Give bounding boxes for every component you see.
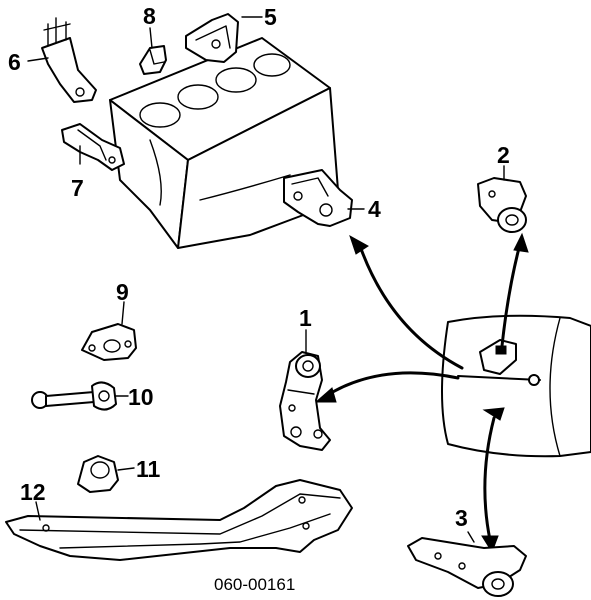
callout-3: 3 <box>455 505 468 531</box>
callout-11: 11 <box>136 456 161 482</box>
bracket-7 <box>61 123 125 171</box>
mount-2 <box>477 177 527 233</box>
mount-bracket-3 <box>407 537 527 597</box>
arrow-to-mount-3 <box>481 416 499 554</box>
bracket-5 <box>185 13 239 63</box>
callout-4: 4 <box>368 196 381 222</box>
callout-2: 2 <box>497 142 510 168</box>
bushing-11 <box>77 455 119 493</box>
callout-6: 6 <box>8 49 21 75</box>
arrow-to-mount-1 <box>314 371 460 403</box>
arrow-to-mount-2 <box>500 232 529 348</box>
callout-12: 12 <box>20 479 46 505</box>
engine-mount-bracket-4 <box>283 169 353 227</box>
mount-9 <box>81 323 137 361</box>
callout-10: 10 <box>128 384 154 410</box>
leader-lines <box>27 16 505 543</box>
bracket-8 <box>139 45 167 75</box>
crossmember-12 <box>5 479 353 561</box>
arrow-to-mount-4 <box>349 234 464 370</box>
transmission-housing <box>441 314 591 458</box>
callout-8: 8 <box>143 3 156 29</box>
callout-9: 9 <box>116 279 129 305</box>
bracket-6 <box>41 17 97 103</box>
mount-bracket-1 <box>279 351 331 451</box>
callout-1: 1 <box>299 305 312 331</box>
callout-5: 5 <box>264 4 277 30</box>
torque-rod-10 <box>31 381 117 411</box>
reference-code: 060-00161 <box>214 575 295 594</box>
callout-7: 7 <box>71 175 84 201</box>
